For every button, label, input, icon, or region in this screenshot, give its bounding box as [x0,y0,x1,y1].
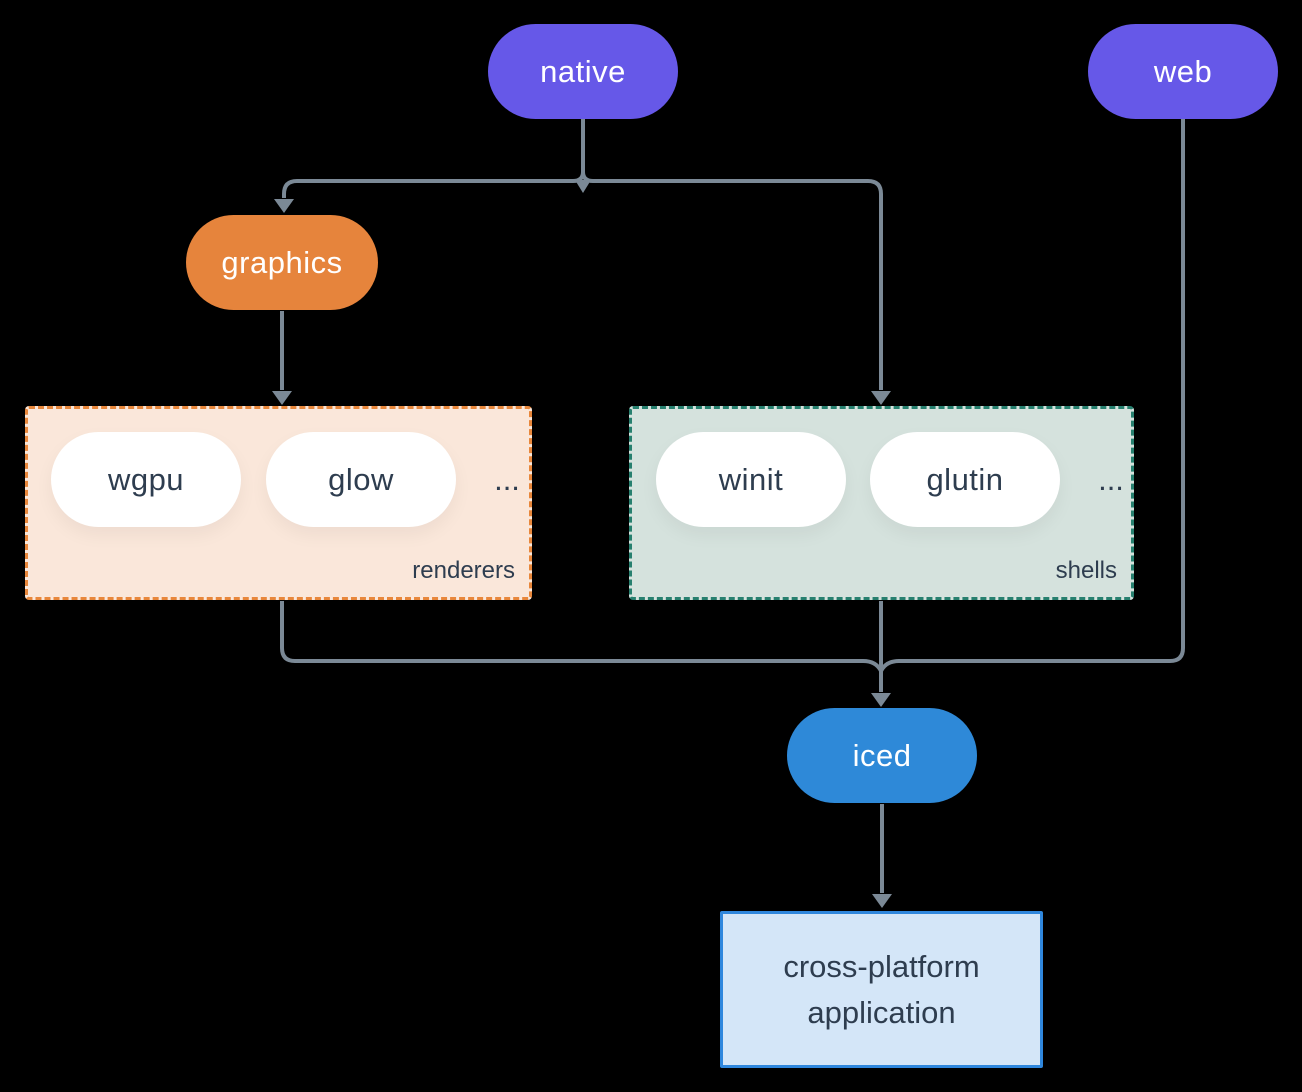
node-iced: iced [787,708,977,803]
node-graphics: graphics [186,215,378,310]
connector-native-to-shells [581,171,883,390]
renderers-group-label: renderers [412,557,515,584]
arrowhead-application [872,894,892,908]
node-iced-label: iced [852,737,912,773]
arrowhead-graphics [274,199,294,213]
node-glow: glow [266,432,456,527]
fork-tip [575,180,591,193]
node-web-label: web [1153,53,1213,89]
app-label-line2: application [807,994,956,1030]
shells-group-label: shells [1055,557,1117,584]
connector-web-to-iced [879,119,1185,672]
node-graphics-label: graphics [221,244,343,280]
node-native-label: native [540,53,626,89]
app-label-line1: cross-platform [783,948,980,984]
arrowhead-iced [871,693,891,707]
node-glutin-label: glutin [926,461,1004,497]
group-shells: winit glutin ... shells [629,406,1134,600]
node-winit-label: winit [718,461,784,497]
shells-ellipsis: ... [1098,461,1124,497]
node-glow-label: glow [328,461,394,497]
renderers-ellipsis: ... [494,461,520,497]
connector-renderers-to-iced [280,601,883,672]
node-winit: winit [656,432,846,527]
group-renderers: wgpu glow ... renderers [25,406,532,600]
node-web: web [1088,24,1278,119]
connector-native-to-graphics [282,171,585,198]
node-wgpu: wgpu [51,432,241,527]
node-cross-platform-application: cross-platform application [720,911,1043,1068]
node-glutin: glutin [870,432,1060,527]
node-wgpu-label: wgpu [107,461,185,497]
arrowhead-renderers [272,391,292,405]
arrowhead-shells [871,391,891,405]
node-native: native [488,24,678,119]
